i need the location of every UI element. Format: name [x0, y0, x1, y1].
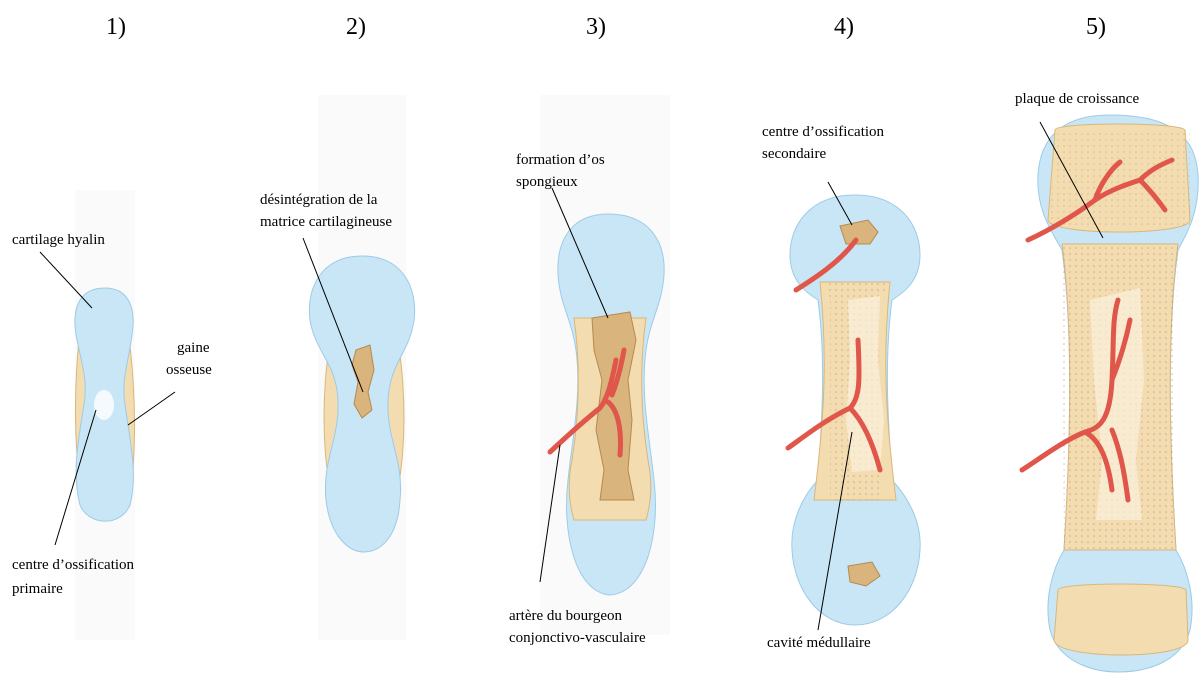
label-desintegration-line2: matrice cartilagineuse	[260, 211, 392, 233]
label-centre-secondaire-line2: secondaire	[762, 143, 826, 165]
label-centre-primaire-line2: primaire	[12, 578, 63, 600]
stage-5-bone	[1022, 115, 1198, 672]
label-cartilage-hyalin: cartilage hyalin	[12, 229, 105, 251]
label-centre-secondaire-line1: centre d’ossification	[762, 121, 884, 143]
label-desintegration-line1: désintégration de la	[260, 189, 377, 211]
label-cavite-medullaire: cavité médullaire	[767, 632, 871, 654]
label-artere-line1: artère du bourgeon	[509, 605, 622, 627]
stage-4-bone	[788, 195, 920, 625]
stage-2-bone	[309, 95, 414, 640]
leader-gaine-osseuse	[128, 392, 175, 425]
label-centre-primaire-line1: centre d’ossification	[12, 554, 134, 576]
label-os-spongieux-line1: formation d’os	[516, 149, 605, 171]
label-osseuse: osseuse	[166, 359, 212, 381]
label-gaine: gaine	[177, 337, 209, 359]
label-plaque-de-croissance: plaque de croissance	[1015, 88, 1139, 110]
label-os-spongieux-line2: spongieux	[516, 171, 578, 193]
label-artere-line2: conjonctivo-vasculaire	[509, 627, 646, 649]
